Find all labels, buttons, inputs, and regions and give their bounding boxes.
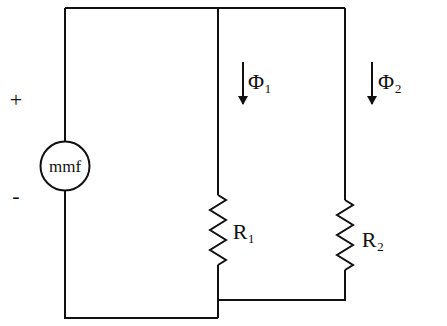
polarity-minus: -	[12, 185, 19, 207]
resistor-symbol	[210, 195, 226, 265]
source-label: mmf	[49, 158, 81, 175]
polarity-plus: +	[10, 89, 22, 111]
r1-wire	[217, 8, 219, 195]
resistor-label: R₁	[233, 221, 255, 243]
flux-label: Φ₂	[378, 71, 402, 93]
flux-arrow	[371, 62, 373, 104]
mmf-source: mmf	[39, 140, 91, 192]
r1-wire	[217, 265, 219, 318]
source-outline	[41, 142, 90, 191]
r2-wire	[344, 8, 346, 200]
resistor-label: R₂	[362, 229, 384, 251]
flux-label: Φ₁	[248, 71, 272, 93]
r2-wire	[218, 270, 345, 300]
resistor-symbol	[337, 200, 353, 270]
top-wire	[65, 7, 345, 9]
flux-arrow	[242, 62, 244, 104]
